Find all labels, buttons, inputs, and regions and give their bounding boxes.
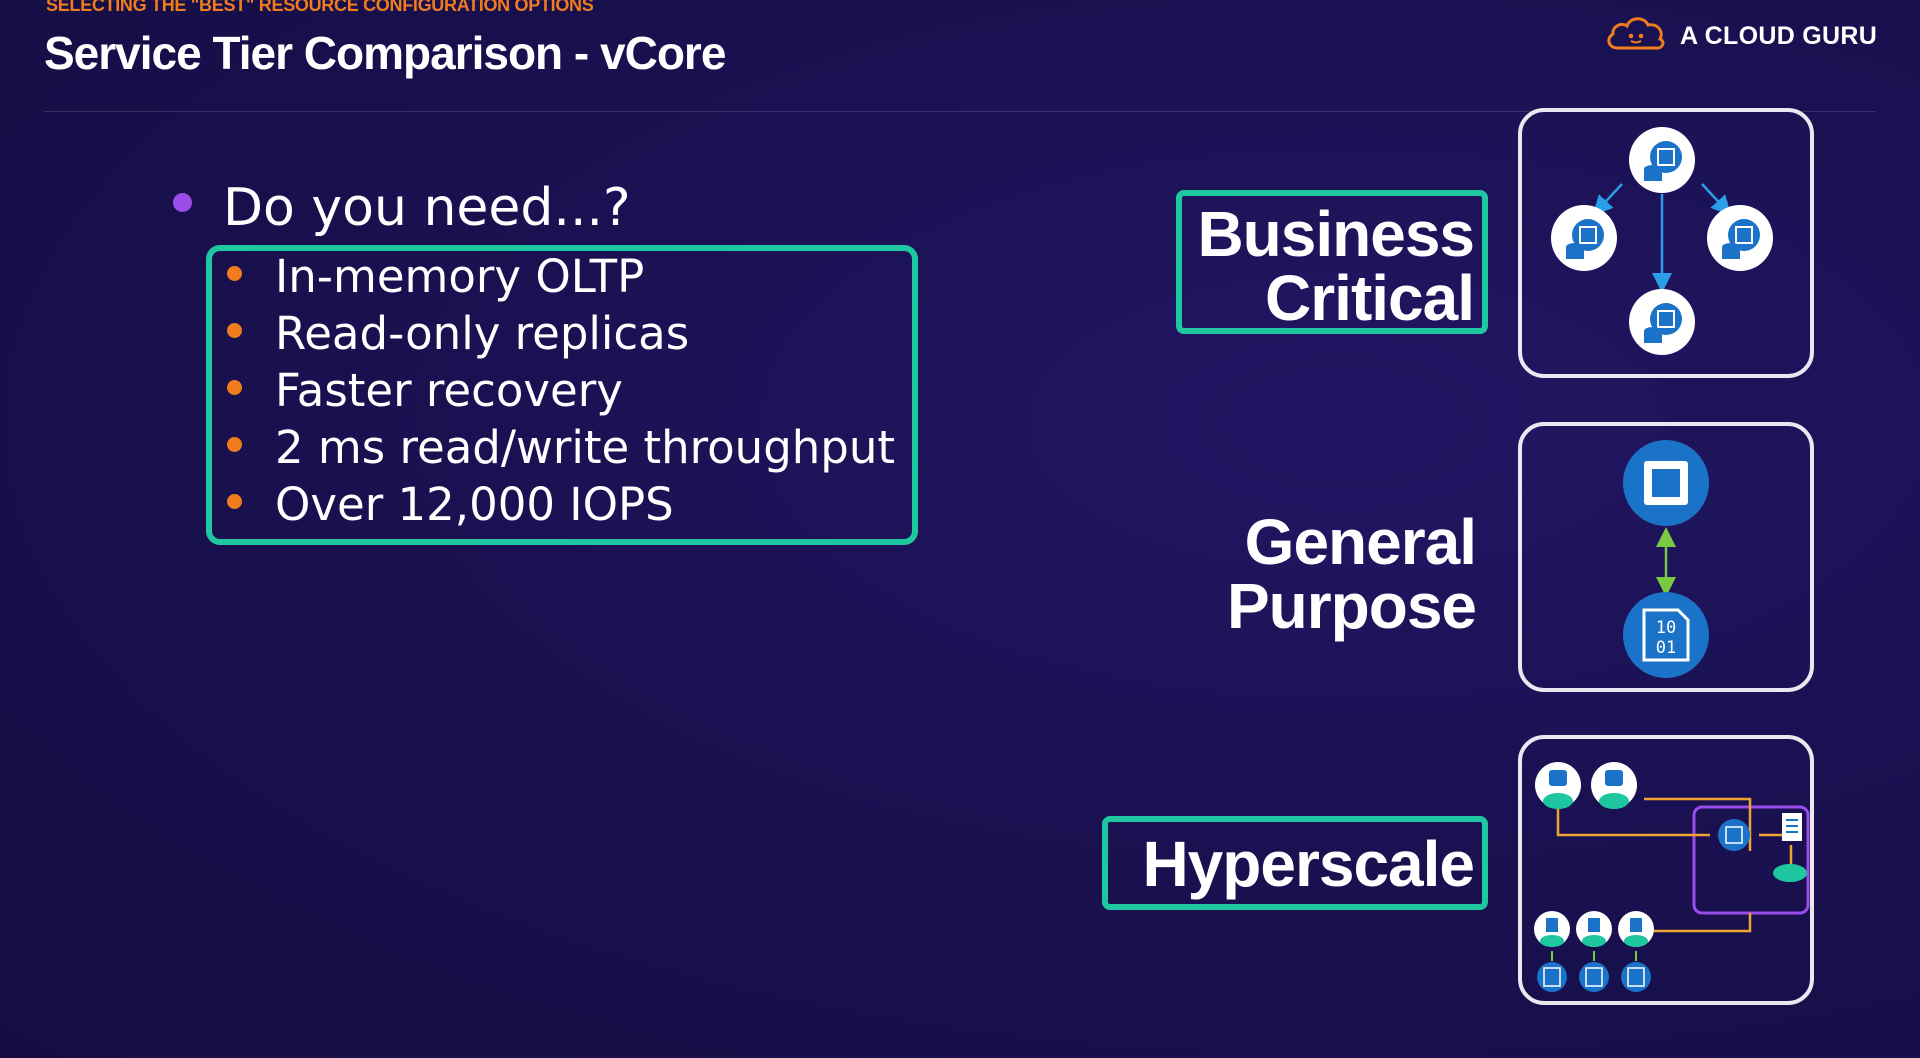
list-bullet (227, 437, 242, 452)
tier-business-critical-line1: Business (1197, 198, 1475, 270)
tier-business-critical-line2: Critical (1265, 262, 1475, 334)
list-bullet (227, 266, 242, 281)
svg-text:01: 01 (1656, 638, 1676, 658)
page-title: Service Tier Comparison - vCore (44, 27, 726, 79)
bullet-dot (173, 193, 192, 212)
need-item-read-only-replicas: Read-only replicas (275, 307, 690, 360)
need-item-faster-recovery: Faster recovery (275, 364, 623, 417)
list-bullet (227, 494, 242, 509)
section-kicker: SELECTING THE "BEST" RESOURCE CONFIGURAT… (46, 0, 594, 15)
tier-business-critical: Business Critical (1176, 190, 1488, 334)
general-purpose-diagram: 10 01 (1518, 422, 1814, 692)
business-critical-diagram (1518, 108, 1814, 378)
brand-name: A CLOUD GURU (1680, 21, 1878, 50)
tier-general-purpose: General Purpose (1176, 506, 1477, 642)
need-item-in-memory-oltp: In-memory OLTP (275, 250, 645, 303)
cloud-logo-icon (1604, 14, 1668, 58)
tier-general-purpose-line2: Purpose (1226, 570, 1477, 642)
svg-text:10: 10 (1656, 618, 1676, 638)
header-divider (44, 111, 1876, 112)
tier-general-purpose-line1: General (1244, 506, 1477, 578)
question-label: Do you need...? (223, 178, 631, 238)
need-item-iops: Over 12,000 IOPS (275, 478, 674, 531)
tier-hyperscale: Hyperscale (1102, 816, 1488, 910)
tier-hyperscale-label: Hyperscale (1142, 828, 1475, 900)
list-bullet (227, 323, 242, 338)
needs-highlight-box (206, 245, 918, 545)
hyperscale-diagram (1518, 735, 1814, 1005)
list-bullet (227, 380, 242, 395)
brand-logo: A CLOUD GURU (1604, 14, 1877, 58)
need-item-throughput: 2 ms read/write throughput (275, 421, 896, 474)
